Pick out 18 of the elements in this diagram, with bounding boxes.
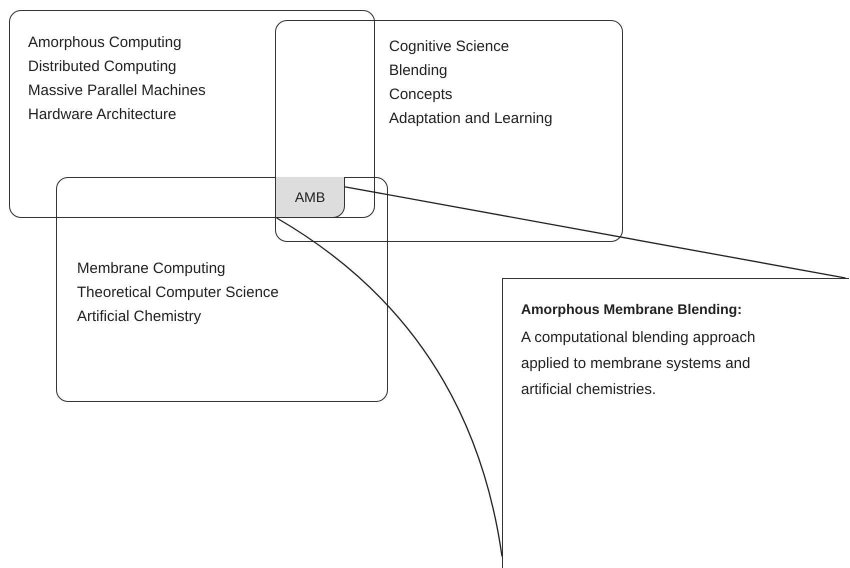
leader-line	[344, 186, 846, 279]
topic-label: Adaptation and Learning	[389, 109, 554, 129]
callout-text: A computational blending approach applied to membrane systems and artificial chemistries.	[521, 328, 756, 400]
intersection-region	[276, 177, 345, 218]
callout-heading: Amorphous Membrane Blending:	[521, 301, 743, 317]
topic-label: Hardware Architecture	[28, 105, 178, 125]
topic-label: Massive Parallel Machines	[28, 81, 207, 101]
topic-label: Concepts	[389, 85, 454, 105]
topic-label: Distributed Computing	[28, 57, 178, 77]
topic-label: Cognitive Science	[389, 37, 510, 57]
set-box	[275, 20, 623, 242]
region-label: AMB	[294, 189, 326, 205]
callout-box	[502, 278, 849, 568]
topic-label: Amorphous Computing	[28, 33, 182, 53]
topic-label: Artificial Chemistry	[77, 307, 202, 327]
topic-label: Theoretical Computer Science	[77, 283, 280, 303]
topic-label: Blending	[389, 61, 448, 81]
topic-label: Membrane Computing	[77, 259, 226, 279]
